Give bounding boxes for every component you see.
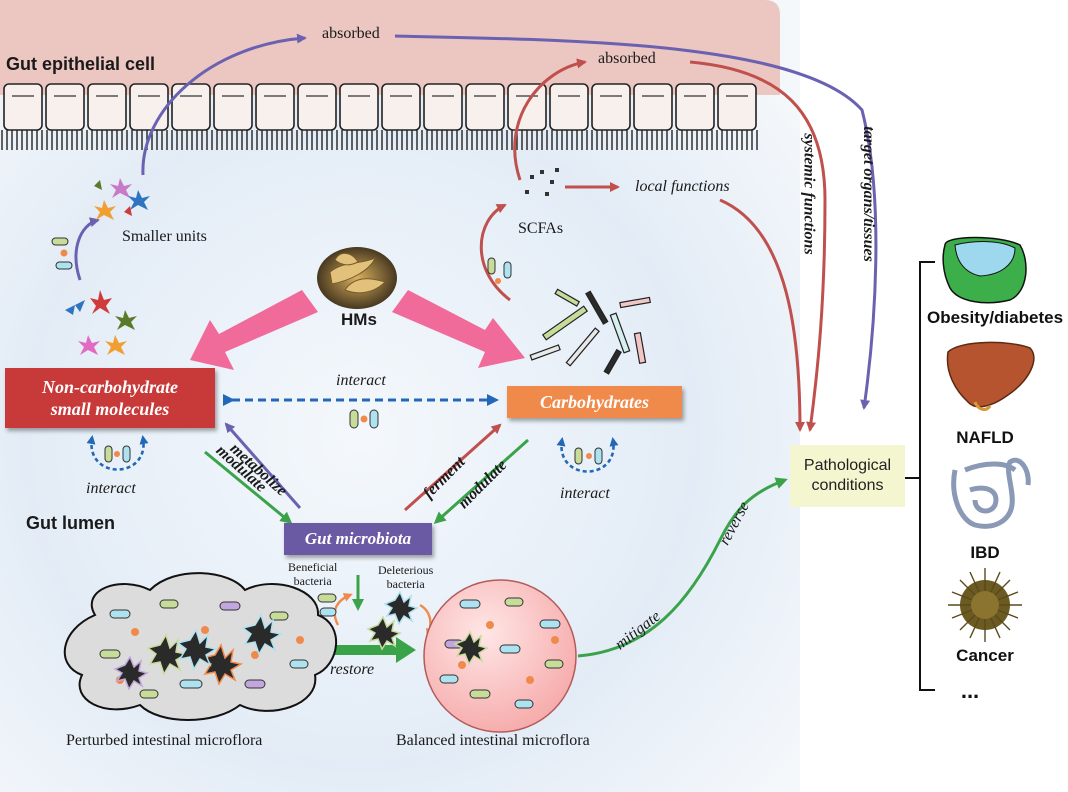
mitigate-reverse-arrow: [577, 477, 788, 658]
ferment-arrow: [403, 423, 502, 512]
systemic-functions-label: systemic functions: [800, 133, 818, 255]
deleterious-bacteria-label: Deleterious bacteria: [378, 563, 433, 591]
beneficial-line2: bacteria: [293, 574, 332, 588]
restore-label: restore: [330, 661, 375, 678]
herbal-slices: [329, 253, 386, 294]
interact-left-label: interact: [86, 480, 136, 497]
interact-left-arc: [90, 435, 149, 471]
interact-right-arc: [560, 437, 619, 473]
herbal-medicine-icon: [317, 247, 397, 309]
gut-microbiota-label: Gut microbiota: [304, 529, 412, 548]
beneficial-up-arrow: [333, 593, 353, 626]
smaller-units-label: Smaller units: [122, 228, 207, 245]
disease-cancer: Cancer: [956, 646, 1014, 665]
cancer-cell-icon: [948, 568, 1022, 642]
bacteria-interact-right: [574, 447, 603, 465]
gut-microbiota-box: Gut microbiota: [284, 523, 432, 555]
gut-lumen-label: Gut lumen: [26, 513, 115, 533]
target-organs-label: target organs/tissues: [859, 126, 877, 262]
balanced-microflora-circle: [423, 579, 577, 733]
carbohydrate-fibers: [529, 288, 651, 375]
systemic-functions-arrow: [689, 60, 827, 432]
absorbed-arrow-right: [513, 58, 587, 181]
pathological-conditions-box: Pathological conditions: [790, 445, 905, 507]
noncarb-line1: Non-carbohydrate: [42, 377, 178, 397]
local-functions-arrow: [719, 198, 805, 432]
deleterious-line2: bacteria: [386, 577, 425, 591]
pathological-line2: conditions: [811, 477, 884, 494]
metabolize-arrow: [224, 422, 302, 509]
hm-left-arrow: [190, 290, 318, 370]
deleterious-line1: Deleterious: [378, 563, 434, 577]
balanced-microflora-label: Balanced intestinal microflora: [396, 732, 590, 749]
transit-bacteria: [317, 590, 419, 651]
smaller-units: [94, 178, 150, 220]
pathological-line1: Pathological: [803, 457, 892, 474]
bacteria-interact-left: [104, 445, 131, 463]
small-molecules: [65, 290, 137, 355]
perturbed-bacteria: [99, 599, 309, 699]
absorbed-right-label: absorbed: [598, 50, 656, 67]
local-functions-label: local functions: [635, 178, 730, 195]
target-organs-arrow: [394, 34, 878, 410]
beneficial-line1: Beneficial: [288, 560, 338, 574]
disease-more-ellipsis: ...: [960, 678, 980, 703]
intestine-icon: [951, 457, 1031, 529]
hm-right-arrow: [392, 290, 525, 368]
noncarb-small-molecules-box: Non-carbohydrate small molecules: [5, 368, 215, 428]
disease-nafld: NAFLD: [956, 428, 1014, 447]
interact-top-label: interact: [336, 372, 386, 389]
carbohydrates-box: Carbohydrates: [507, 386, 682, 418]
epithelium-band: [0, 0, 780, 95]
restore-arrow: [322, 637, 416, 663]
hms-label: HMs: [341, 310, 377, 329]
microvilli: [1, 130, 758, 150]
perturbed-microflora-label: Perturbed intestinal microflora: [66, 732, 263, 749]
scfas-label: SCFAs: [518, 220, 564, 237]
noncarb-line2: small molecules: [50, 399, 170, 419]
modulate-right-arrow: [433, 438, 529, 524]
to-smaller-units-arrow: [74, 217, 100, 281]
balanced-bacteria: [439, 597, 564, 709]
bacteria-center-pair: [349, 409, 379, 429]
absorbed-arrow-left: [141, 33, 307, 176]
liver-icon: [946, 341, 1035, 411]
disease-obesity-diabetes: Obesity/diabetes: [926, 308, 1064, 327]
carbohydrates-label: Carbohydrates: [539, 391, 649, 412]
bacteria-scfa-pair: [487, 257, 512, 284]
scfa-particles: [525, 168, 559, 196]
modulate-left-arrow: [204, 450, 293, 524]
bacteria-left-pair: [51, 237, 73, 270]
disease-bracket: [919, 261, 935, 691]
interact-right-label: interact: [560, 485, 610, 502]
absorbed-left-label: absorbed: [322, 25, 380, 42]
disease-ibd: IBD: [970, 543, 1000, 562]
epithelial-cell-label: Gut epithelial cell: [6, 54, 156, 74]
beneficial-bacteria-label: Beneficial bacteria: [288, 560, 337, 588]
stomach-icon: [942, 236, 1027, 304]
carb-to-scfa-arrow: [479, 203, 511, 302]
